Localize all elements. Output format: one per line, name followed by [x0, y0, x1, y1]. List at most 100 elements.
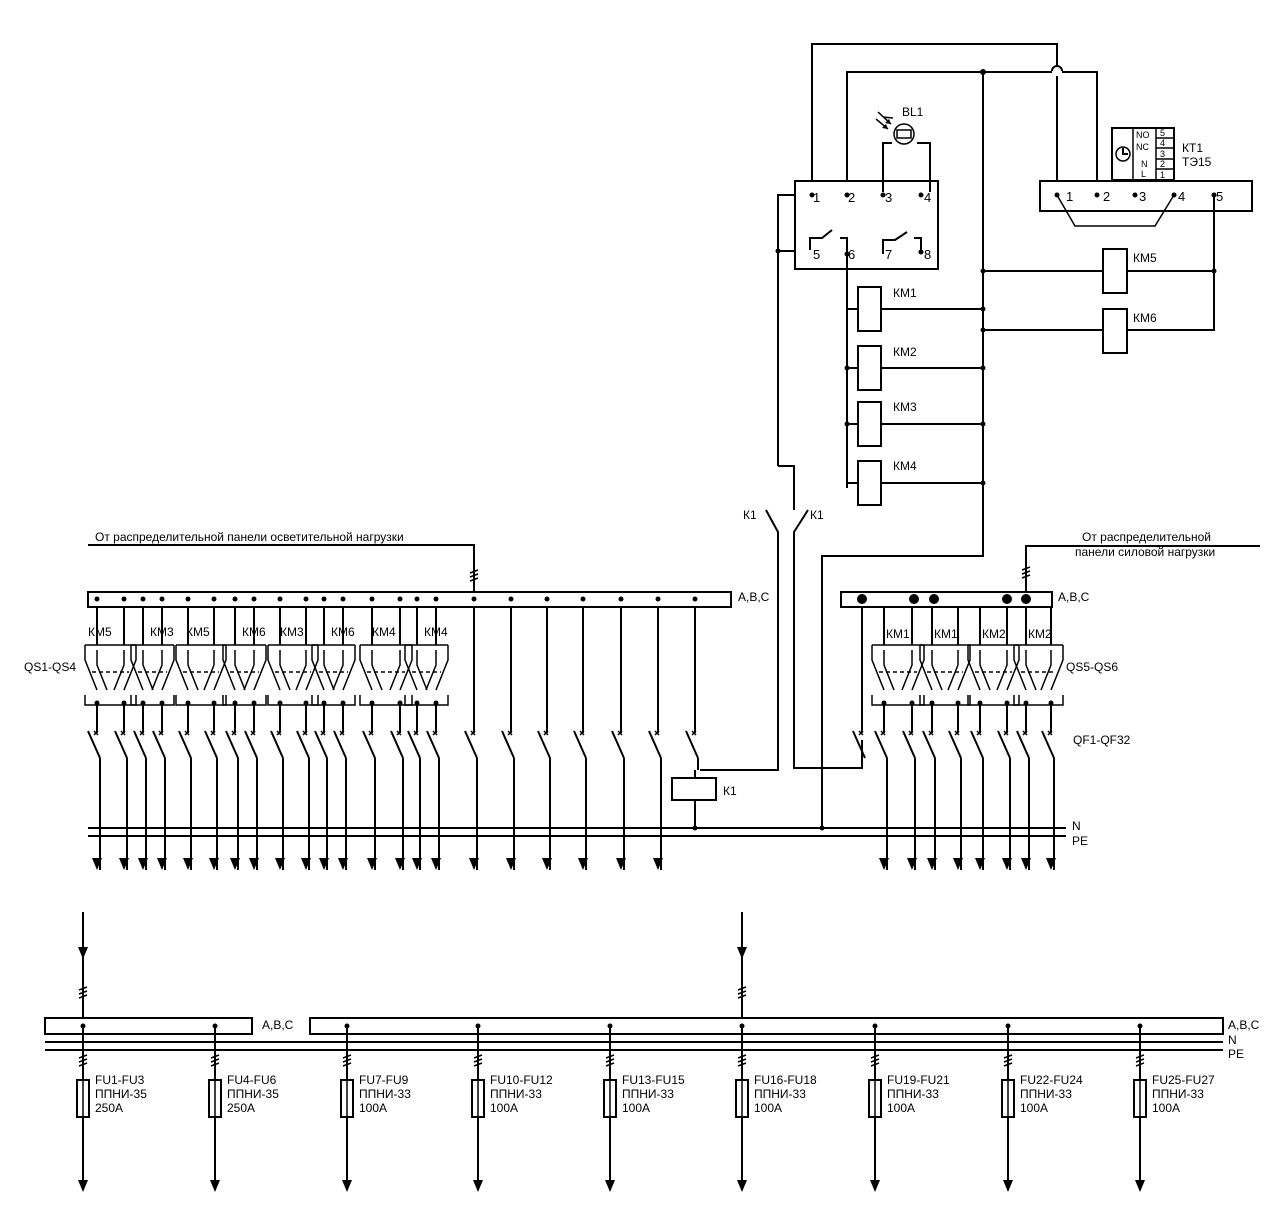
feeder-breaker — [114, 705, 129, 870]
photo-relay-box — [794, 180, 939, 270]
feeder-breaker — [87, 705, 102, 870]
feeder-breaker — [407, 705, 422, 870]
coil-km1: КМ1 — [847, 286, 986, 332]
coil-km3: КМ3 — [844, 400, 986, 447]
feeder-breaker — [390, 705, 405, 870]
relay-k1-contacts: К1 К1 — [700, 465, 863, 771]
svg-text:4: 4 — [1178, 189, 1185, 204]
fuse-rating: 100А — [490, 1101, 518, 1115]
contactor-tag: КМ3 — [280, 625, 304, 639]
fuse-rating: 250А — [95, 1101, 123, 1115]
feeder-breaker — [244, 705, 259, 870]
fuse-type: ППНИ-35 — [227, 1087, 279, 1101]
fuse-range: FU19-FU21 — [887, 1073, 950, 1087]
feeder-breaker — [314, 705, 329, 870]
fuse-range: FU7-FU9 — [359, 1073, 409, 1087]
feeder-breaker — [270, 705, 285, 870]
svg-text:PE: PE — [1228, 1047, 1244, 1061]
svg-text:5: 5 — [1216, 189, 1223, 204]
coil-km4: КМ4 — [847, 459, 986, 506]
svg-text:панели силовой нагрузки: панели силовой нагрузки — [1075, 545, 1215, 559]
coil-k1: К1 — [671, 770, 737, 831]
feeder-breaker — [501, 596, 516, 870]
svg-text:КМ6: КМ6 — [1133, 311, 1157, 325]
pr-pin-4: 4 — [924, 190, 931, 205]
coil-km6: КМ6 — [1102, 308, 1157, 354]
lower-distribution: А,В,С А,В,С N PE FU1-FU3ППНИ-35250АFU4-F… — [44, 912, 1260, 1192]
kt1-label: КТ1 — [1182, 141, 1203, 155]
timer-terminal-block — [1039, 180, 1253, 212]
svg-text:1: 1 — [1160, 170, 1165, 180]
fuse-range: FU13-FU15 — [622, 1073, 685, 1087]
pr-pin-6: 6 — [848, 247, 855, 262]
control-circuit: BL1 1 2 3 4 5 6 7 8 КМ1 — [700, 43, 1253, 828]
contactor-group: КМ5 — [175, 596, 227, 706]
fuse-rating: 100А — [754, 1101, 782, 1115]
svg-text:PE: PE — [1072, 834, 1088, 848]
fuse-rating: 100А — [1020, 1101, 1048, 1115]
lower-bus-abc-left — [44, 1017, 253, 1035]
fuse-type: ППНИ-33 — [490, 1087, 542, 1101]
svg-text:N: N — [1228, 1033, 1237, 1047]
feeder-breaker — [152, 705, 167, 870]
svg-text:К1: К1 — [723, 784, 737, 798]
fuse-range: FU4-FU6 — [227, 1073, 277, 1087]
feeder-breaker — [333, 705, 348, 870]
contactor-group: КМ3 — [130, 596, 175, 706]
coil-km2: КМ2 — [844, 345, 986, 391]
qs5-qs6-label: QS5-QS6 — [1066, 660, 1118, 674]
bl1-label: BL1 — [902, 105, 924, 119]
contactor-tag: КМ5 — [88, 625, 112, 639]
contactor-tag: КМ1 — [934, 627, 958, 641]
svg-text:К1: К1 — [810, 508, 824, 522]
contactor-tag: КМ2 — [982, 627, 1006, 641]
timer-kt1: NO NC N L 5 4 3 2 1 КТ1 ТЭ15 — [1111, 127, 1212, 181]
svg-text:А,В,С: А,В,С — [738, 590, 770, 604]
fuse-type: ППНИ-33 — [887, 1087, 939, 1101]
svg-text:А,В,С: А,В,С — [262, 1018, 294, 1032]
svg-text:3: 3 — [1160, 149, 1165, 159]
contactor-group: КМ2 — [967, 607, 1020, 706]
feeder-breaker — [902, 705, 917, 870]
svg-text:КМ3: КМ3 — [893, 400, 917, 414]
left-bus-abc — [87, 591, 732, 608]
feeder-breaker — [225, 705, 240, 870]
feeder-breaker — [573, 596, 588, 870]
contactor-group: КМ3 — [267, 596, 319, 706]
pr-pin-8: 8 — [924, 247, 931, 262]
feeder-breaker — [296, 705, 311, 870]
kt1-model: ТЭ15 — [1182, 155, 1212, 169]
fuse-type: ППНИ-33 — [1020, 1087, 1072, 1101]
fuse-range: FU16-FU18 — [754, 1073, 817, 1087]
feeder-breaker — [178, 705, 193, 870]
svg-text:КМ4: КМ4 — [893, 459, 917, 473]
pr-pin-1: 1 — [813, 190, 820, 205]
pr-pin-7: 7 — [885, 247, 892, 262]
svg-text:А,В,С: А,В,С — [1058, 590, 1090, 604]
contactor-group: КМ1 — [871, 607, 925, 706]
fuse-type: ППНИ-33 — [754, 1087, 806, 1101]
feeder-breaker — [970, 705, 985, 870]
contactor-group: КМ6 — [311, 596, 356, 706]
fuse-range: FU25-FU27 — [1152, 1073, 1215, 1087]
right-bus-abc — [840, 591, 1053, 608]
fuse-type: ППНИ-35 — [95, 1087, 147, 1101]
svg-text:КМ5: КМ5 — [1133, 251, 1157, 265]
contactor-group: КМ4 — [359, 596, 413, 706]
fuse-range: FU10-FU12 — [490, 1073, 553, 1087]
lighting-panel: От распределительной панели осветительно… — [24, 530, 770, 870]
feeder-breaker — [997, 705, 1012, 870]
fuse-range: FU22-FU24 — [1020, 1073, 1083, 1087]
fuse-rating: 100А — [1152, 1101, 1180, 1115]
svg-text:К1: К1 — [743, 508, 757, 522]
qf1-qf32-label: QF1-QF32 — [1073, 733, 1131, 747]
feeder-breaker — [685, 596, 699, 770]
